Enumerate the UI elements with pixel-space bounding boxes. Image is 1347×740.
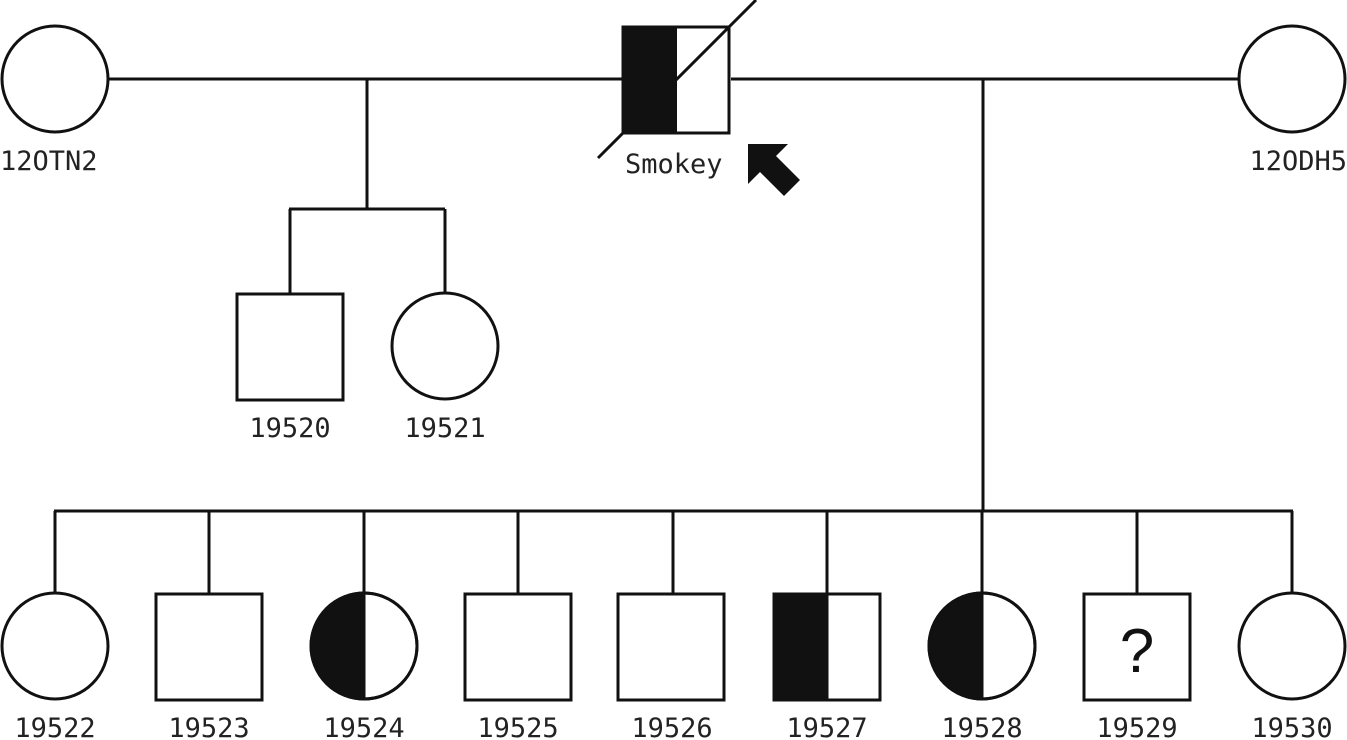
affected-fill-left — [929, 593, 982, 699]
individual-19521: 19521 — [390, 291, 500, 444]
individual-19524: 19524 — [309, 591, 419, 740]
deceased-slash — [596, 0, 758, 160]
individual-19527: 19527 — [772, 592, 882, 740]
female-symbol — [1237, 591, 1347, 701]
individual-label: 19520 — [249, 413, 330, 444]
individual-19528: 19528 — [927, 591, 1037, 740]
individual-19530: 19530 — [1237, 591, 1347, 740]
individual-19526: 19526 — [616, 592, 726, 740]
affected-fill-left — [311, 593, 364, 699]
female-symbol — [0, 24, 110, 134]
individual-label: 19522 — [14, 713, 95, 740]
male-symbol — [235, 292, 345, 402]
individual-19525: 19525 — [463, 592, 573, 740]
affected-fill-left — [774, 594, 827, 700]
individual-label: 19521 — [404, 413, 485, 444]
individual-label: 12ODH5 — [1249, 146, 1347, 177]
individual-label: 19527 — [786, 713, 867, 740]
male-symbol — [154, 592, 264, 702]
individual-19520: 19520 — [235, 292, 345, 444]
male-symbol — [621, 25, 731, 135]
affected-fill-left — [623, 27, 677, 133]
individual-label: 12OTN2 — [0, 146, 98, 177]
female-symbol — [390, 291, 500, 401]
male-symbol — [1082, 592, 1192, 702]
individual-19522: 19522 — [0, 591, 110, 740]
individual-label: 19523 — [168, 713, 249, 740]
female-symbol — [0, 591, 110, 701]
individual-label: Smokey — [625, 149, 723, 180]
individual-19529: ? 19529 — [1082, 592, 1192, 740]
individual-label: 19526 — [631, 713, 712, 740]
female-symbol — [1237, 24, 1347, 134]
individual-label: 19525 — [477, 713, 558, 740]
pedigree-lines — [53, 77, 1294, 594]
individual-12ODH5: 12ODH5 — [1237, 24, 1347, 177]
individual-label: 19528 — [941, 713, 1022, 740]
unknown-status-mark: ? — [1120, 617, 1154, 686]
individual-label: 19529 — [1096, 713, 1177, 740]
male-symbol — [616, 592, 726, 702]
individual-label: 19530 — [1251, 713, 1332, 740]
male-symbol — [463, 592, 573, 702]
individual-smokey: Smokey — [596, 0, 800, 196]
individual-19523: 19523 — [154, 592, 264, 740]
proband-arrow-icon — [748, 144, 800, 196]
individual-label: 19524 — [323, 713, 404, 740]
individual-12OTN2: 12OTN2 — [0, 24, 110, 177]
